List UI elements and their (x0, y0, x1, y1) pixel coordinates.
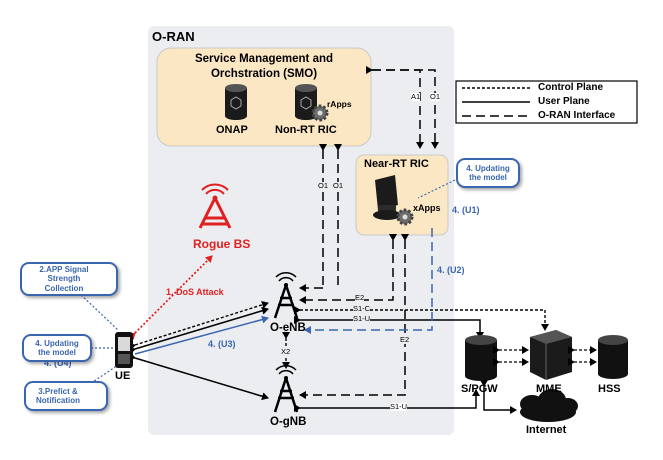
u1-label: 4. (U1) (452, 205, 480, 215)
spgw-server-icon (465, 335, 497, 381)
callout-updating-model-ue-line2: the model (38, 348, 76, 357)
rapps-gear-icon (311, 104, 329, 122)
legend-user-label: User Plane (538, 96, 590, 107)
onap-server-icon (225, 84, 247, 120)
near-rt-ric-server-icon (373, 175, 401, 220)
s1u-label-ognb: S1-U (390, 402, 408, 412)
callout-predict: 3.Prefict & Notification (24, 381, 108, 411)
mme-label: MME (536, 383, 562, 395)
callout-updating-model-ue: 4. Updating the model (22, 334, 92, 362)
e2-label-ognb: E2 (400, 335, 410, 345)
smo-title-line1: Service Management and (194, 53, 334, 65)
hss-server-icon (598, 335, 628, 379)
onap-label: ONAP (216, 124, 248, 136)
a1-label: A1 (411, 92, 421, 102)
callout-app-signal-line1: 2.APP Signal Strength (39, 265, 89, 284)
legend-oran-label: O-RAN Interface (538, 110, 616, 121)
callout-pointer-update-ric (417, 179, 456, 199)
ue-phone-icon (115, 332, 133, 368)
callout-predict-line1: 3.Prefict & (38, 386, 78, 396)
dos-attack-label: 1. DoS Attack (166, 287, 224, 297)
internet-label: Internet (526, 424, 567, 436)
smo-title-line2: Orchstration (SMO) (210, 68, 318, 80)
legend-control-label: Control Plane (538, 82, 604, 93)
callout-updating-model-ue-line1: 4. Updating (35, 338, 79, 348)
s1c-label: S1-C (353, 304, 371, 314)
spgw-internet-link (480, 380, 517, 414)
callout-updating-model-ric: 4. Updating the model (456, 158, 520, 188)
ognb-tower-icon (273, 365, 299, 413)
callout-pointer-predict (80, 364, 119, 391)
near-rt-ric-title: Near-RT RIC (364, 158, 429, 170)
s1u-label-oenb: S1-U (353, 314, 371, 324)
callout-pointer-signal (80, 294, 119, 331)
u2-label: 4. (U2) (437, 265, 465, 275)
callout-app-signal-line2: Collection (44, 283, 84, 293)
spgw-label: S/PGW (461, 383, 498, 395)
xapps-label: xApps (413, 203, 441, 213)
callout-app-signal: 2.APP Signal Strength Collection (20, 262, 118, 296)
o1-label-left: O1 (318, 181, 329, 191)
e2-label-oenb: E2 (355, 293, 365, 303)
o1-label-ric: O1 (430, 92, 441, 102)
ue-label: UE (115, 370, 131, 382)
rogue-bs-label: Rogue BS (193, 237, 251, 251)
s1c-link (294, 306, 549, 331)
rapps-label: rApps (327, 99, 352, 109)
u3-label: 4. (U3) (208, 339, 236, 349)
hss-label: HSS (598, 383, 621, 395)
xapps-gear-icon (396, 208, 414, 226)
update-path-ric (304, 228, 433, 334)
ue-user-link-ognb (128, 352, 269, 401)
x2-label: X2 (281, 347, 291, 357)
o1-label-right: O1 (333, 181, 344, 191)
internet-cloud-icon (520, 389, 578, 422)
callout-predict-line2: Notification (36, 396, 80, 405)
o1-link-ric (372, 69, 439, 149)
rogue-bs-tower-icon (198, 183, 232, 229)
callout-updating-model-ric-line1: 4. Updating (466, 163, 510, 173)
s1u-link-ognb (294, 389, 480, 412)
nonrt-ric-label: Non-RT RIC (275, 124, 337, 136)
nonrt-ric-server-icon (295, 84, 317, 120)
callout-updating-model-ric-line2: the model (469, 173, 507, 182)
mme-server-icon (530, 330, 572, 380)
ognb-label: O-gNB (270, 416, 307, 428)
oran-title: O-RAN (152, 29, 195, 44)
u4-label: 4. (U4) (44, 358, 72, 368)
oenb-label: O-eNB (270, 322, 306, 334)
oenb-tower-icon (273, 272, 299, 319)
